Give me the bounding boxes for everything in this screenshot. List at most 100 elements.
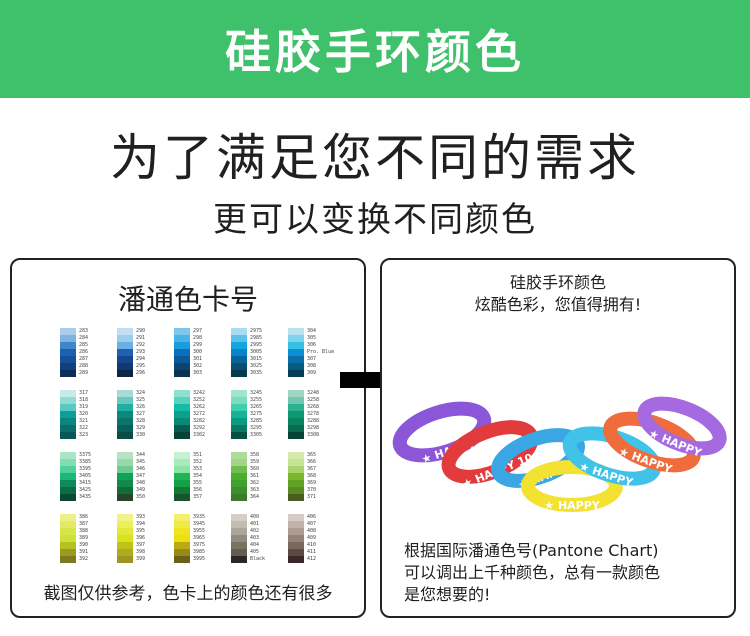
swatch-chip [117,349,133,356]
swatch-chip [231,432,247,439]
swatch-code: 283 [79,328,89,334]
swatch-code: 353 [193,466,203,472]
swatch-code: 330 [136,432,146,438]
swatch-chip [288,480,304,487]
swatch-chip [288,370,304,377]
wristband-title-line1: 硅胶手环颜色 [509,273,606,292]
swatch-code: 3005 [250,349,263,355]
swatch-chip [117,542,133,549]
swatch-code: 352 [193,459,203,465]
swatch-chip [174,514,190,521]
swatch-chip [231,514,247,521]
swatch-chip [60,487,76,494]
swatch-chip [174,549,190,556]
swatch-code: 3298 [307,425,320,431]
swatch-chip [288,425,304,432]
swatch-chip [288,521,304,528]
swatch-chip [231,328,247,335]
swatch-chip [231,459,247,466]
wristband-note-line1: 根据国际潘通色号(Pantone Chart) [404,541,659,560]
swatch-code: 3258 [307,397,320,403]
swatch-code: 284 [79,335,89,341]
swatch-code: 304 [307,328,317,334]
swatch-code: 3265 [250,404,263,410]
swatch-chip [60,542,76,549]
swatch-chip [117,432,133,439]
swatch-chip [174,397,190,404]
swatch-code: 3255 [250,397,263,403]
swatch-code: 301 [193,356,203,362]
swatch-chip [174,356,190,363]
swatch-chip [60,349,76,356]
swatch-code: 291 [136,335,146,341]
swatch-chip [174,487,190,494]
swatch-code: 404 [250,542,260,548]
swatch-code: 358 [250,452,260,458]
swatch-chip [117,480,133,487]
swatch-chip [231,480,247,487]
swatch-code: 3248 [307,390,320,396]
swatch-chip [117,370,133,377]
swatch-chip [60,370,76,377]
swatch-chip [117,459,133,466]
swatch-code: 360 [250,466,260,472]
swatch-code: Black [250,556,266,562]
swatch-chip [60,535,76,542]
swatch-code: 327 [136,411,146,417]
swatch-code: 3275 [250,411,263,417]
swatch-code: 368 [307,473,317,479]
swatch-code: 319 [79,404,89,410]
swatch-chip [288,363,304,370]
swatch-chip [174,404,190,411]
swatch-code: 397 [136,542,146,548]
swatch-chip [117,452,133,459]
wristband-note-line3: 是您想要的! [404,585,491,604]
pantone-card-caption: 截图仅供参考，色卡上的颜色还有很多 [43,584,333,604]
subheadline: 更可以变换不同颜色 [213,200,537,240]
swatch-code: 323 [79,432,89,438]
swatch-code: 386 [79,514,89,520]
swatch-chip [174,459,190,466]
header-banner: 硅胶手环颜色 [0,0,750,98]
swatch-code: 389 [79,535,89,541]
swatch-code: 300 [193,349,203,355]
swatch-code: Pro. Blue [307,349,335,355]
swatch-code: 356 [193,487,203,493]
swatch-code: 3245 [250,390,263,396]
swatch-code: 393 [136,514,146,520]
swatch-chip [231,487,247,494]
swatch-chip [174,452,190,459]
swatch-code: 3955 [193,528,206,534]
swatch-code: 367 [307,466,317,472]
swatch-chip [231,528,247,535]
swatch-chip [288,335,304,342]
swatch-chip [174,466,190,473]
swatch-chip [117,528,133,535]
swatch-code: 344 [136,452,146,458]
swatch-code: 345 [136,459,146,465]
swatch-chip [231,342,247,349]
swatch-chip [60,452,76,459]
swatch-chip [60,328,76,335]
swatch-chip [117,514,133,521]
swatch-chip [231,549,247,556]
swatch-code: 3435 [79,494,92,500]
wristband-note-line2: 可以调出上千种颜色，总有一款颜色 [404,563,661,582]
swatch-code: 411 [307,549,317,555]
swatch-code: 298 [193,335,203,341]
swatch-chip [60,556,76,563]
swatch-chip [231,556,247,563]
swatch-chip [60,521,76,528]
swatch-chip [174,370,190,377]
swatch-code: 359 [250,459,260,465]
swatch-code: 351 [193,452,203,458]
wristband-text: ★ HAPPY [544,499,601,512]
swatch-code: 3935 [193,514,206,520]
swatch-code: 387 [79,521,89,527]
swatch-code: 408 [307,528,317,534]
swatch-code: 2995 [250,342,263,348]
swatch-code: 405 [250,549,260,555]
swatch-chip [60,397,76,404]
swatch-code: 354 [193,473,203,479]
swatch-chip [60,363,76,370]
